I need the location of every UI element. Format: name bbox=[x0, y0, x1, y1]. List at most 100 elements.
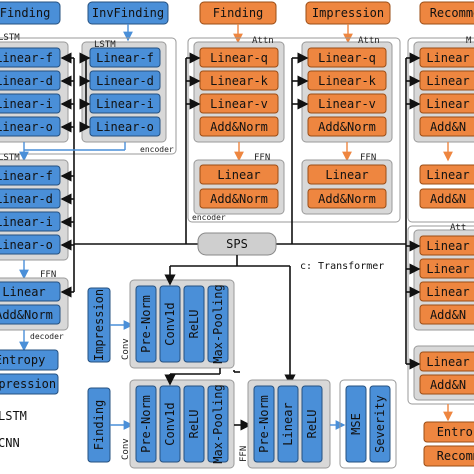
decoder-lstm-connectors bbox=[60, 170, 74, 251]
attn-label-1: Attn bbox=[252, 36, 274, 46]
svg-text:Pre-Norm: Pre-Norm bbox=[139, 395, 153, 453]
right-attn-label: M bbox=[466, 36, 472, 46]
svg-text:Linear-f: Linear-f bbox=[96, 51, 154, 65]
decoder-caption: decoder bbox=[30, 332, 64, 341]
svg-text:ReLU: ReLU bbox=[305, 410, 319, 439]
svg-text:Linear-v: Linear-v bbox=[318, 97, 376, 111]
svg-text:Linear-k: Linear-k bbox=[210, 74, 269, 88]
input-finding-cnn: Finding bbox=[87, 387, 111, 463]
svg-text:Impression: Impression bbox=[0, 377, 56, 391]
svg-text:Linear: Linear bbox=[426, 285, 469, 299]
svg-text:Linear-d: Linear-d bbox=[96, 74, 154, 88]
svg-text:Add&Norm: Add&Norm bbox=[318, 192, 376, 206]
right-attn2-label: Att bbox=[450, 223, 466, 233]
svg-text:Add&Norm: Add&Norm bbox=[0, 308, 53, 322]
svg-text:Linear: Linear bbox=[2, 285, 45, 299]
svg-text:InvFinding: InvFinding bbox=[92, 6, 164, 20]
cnn-top-side-label: Conv bbox=[121, 338, 131, 360]
svg-text:Linear: Linear bbox=[426, 262, 469, 276]
svg-text:Pre-Norm: Pre-Norm bbox=[139, 295, 153, 353]
encoder-caption: encoder bbox=[140, 145, 174, 154]
encoder-outer-frame bbox=[0, 37, 177, 155]
sps-node: SPS bbox=[197, 232, 277, 256]
ffn-label-1: FFN bbox=[254, 153, 270, 163]
svg-text:Max-Pooling: Max-Pooling bbox=[211, 284, 225, 363]
svg-text:Add&Norm: Add&Norm bbox=[210, 192, 268, 206]
ffn-label-2: FFN bbox=[360, 153, 376, 163]
transformer-caption: c: Transformer bbox=[300, 261, 384, 272]
attn-cells-1: Linear-q Linear-k Linear-v Add&Norm bbox=[199, 47, 279, 137]
input-finding-transformer: Finding bbox=[199, 1, 277, 25]
svg-text:ReLU: ReLU bbox=[187, 410, 201, 439]
transformer-encoder-caption: encoder bbox=[192, 213, 226, 222]
svg-text:Linear-i: Linear-i bbox=[96, 97, 154, 111]
input-recommendation-transformer: Recomme bbox=[419, 1, 474, 25]
svg-text:Linear: Linear bbox=[325, 168, 368, 182]
right-ffn-cell-b: Add&N bbox=[419, 188, 474, 209]
svg-text:Add&Norm: Add&Norm bbox=[210, 120, 268, 134]
svg-text:Conv1d: Conv1d bbox=[163, 402, 177, 445]
ffn-side-label: FFN bbox=[239, 446, 249, 462]
svg-text:Linear: Linear bbox=[281, 402, 295, 445]
svg-text:Conv1d: Conv1d bbox=[163, 302, 177, 345]
svg-text:Entropy: Entropy bbox=[437, 425, 474, 439]
decoder-ffn-label: FFN bbox=[40, 270, 56, 280]
svg-text:Linear-k: Linear-k bbox=[318, 74, 377, 88]
right-outer-frame bbox=[407, 37, 474, 223]
svg-text:Linear: Linear bbox=[426, 239, 469, 253]
svg-text:Finding: Finding bbox=[213, 6, 264, 20]
decoder-ffn-cells: Linear Add&Norm bbox=[0, 281, 61, 325]
svg-text:Entropy: Entropy bbox=[0, 353, 45, 367]
svg-text:Linear-d: Linear-d bbox=[0, 74, 53, 88]
svg-text:Finding: Finding bbox=[92, 400, 106, 451]
svg-text:Linear-o: Linear-o bbox=[96, 120, 154, 134]
attn-label-2: Attn bbox=[358, 36, 380, 46]
svg-text:SPS: SPS bbox=[226, 237, 248, 251]
svg-text:Linear: Linear bbox=[426, 97, 469, 111]
cnn-top-cells: Pre-Norm Conv1d ReLU Max-Pooling bbox=[135, 284, 229, 364]
svg-text:Linear-d: Linear-d bbox=[0, 192, 53, 206]
output-severity: Severity bbox=[369, 385, 391, 463]
ffn-cells-1: Linear Add&Norm bbox=[199, 164, 279, 209]
outputs-frame bbox=[339, 379, 397, 469]
legend-cnn: CNN bbox=[0, 436, 20, 450]
svg-text:Linear-i: Linear-i bbox=[0, 215, 53, 229]
svg-text:Linear-o: Linear-o bbox=[0, 238, 53, 252]
svg-text:Finding: Finding bbox=[0, 6, 50, 20]
attn-cells-2: Linear-q Linear-k Linear-v Add&Norm bbox=[307, 47, 387, 137]
svg-text:Add&N: Add&N bbox=[430, 120, 466, 134]
svg-text:Linear-q: Linear-q bbox=[210, 51, 268, 65]
svg-text:Impression: Impression bbox=[312, 6, 384, 20]
ffn-block-cells: Pre-Norm Linear ReLU bbox=[253, 385, 323, 463]
right-attn2-cells: Linear Linear Linear Add&N bbox=[419, 235, 474, 325]
svg-text:Linear: Linear bbox=[217, 168, 260, 182]
svg-text:Add&N: Add&N bbox=[430, 378, 466, 392]
transformer-outer-frame bbox=[187, 37, 401, 223]
svg-text:Impression: Impression bbox=[92, 289, 106, 361]
encoder-right-cells: Linear-f Linear-d Linear-i Linear-o bbox=[89, 47, 161, 137]
right-attn-cells: Linear Linear Linear Add&N bbox=[419, 47, 474, 137]
right-ffn-cell-a: Linear bbox=[419, 164, 474, 185]
output-entropy-left: Entropy bbox=[0, 349, 59, 371]
output-recommendation-right: Recomme bbox=[423, 445, 474, 467]
svg-text:Recomme: Recomme bbox=[430, 6, 474, 20]
encoder-left-cells: Linear-f Linear-d Linear-i Linear-o bbox=[0, 47, 61, 137]
svg-text:MSE: MSE bbox=[349, 413, 363, 435]
svg-text:Linear-f: Linear-f bbox=[0, 169, 53, 183]
svg-text:Linear-o: Linear-o bbox=[0, 120, 53, 134]
decoder-lstm-label: LSTM bbox=[0, 153, 20, 163]
cnn-bottom-side-label: Conv bbox=[121, 438, 131, 460]
svg-text:Linear-f: Linear-f bbox=[0, 51, 53, 65]
input-impression-transformer: Impression bbox=[305, 1, 391, 25]
output-impression-left: Impression bbox=[0, 373, 59, 395]
right-ffn2-cell-b: Add&N bbox=[419, 374, 474, 395]
svg-text:Linear-i: Linear-i bbox=[0, 97, 53, 111]
svg-text:Add&Norm: Add&Norm bbox=[318, 120, 376, 134]
attn-connectors bbox=[185, 52, 309, 244]
svg-text:Severity: Severity bbox=[373, 395, 387, 453]
input-finding-lstm: Finding bbox=[0, 1, 61, 25]
svg-text:ReLU: ReLU bbox=[187, 310, 201, 339]
svg-text:Linear: Linear bbox=[426, 74, 469, 88]
svg-text:Linear-v: Linear-v bbox=[210, 97, 268, 111]
